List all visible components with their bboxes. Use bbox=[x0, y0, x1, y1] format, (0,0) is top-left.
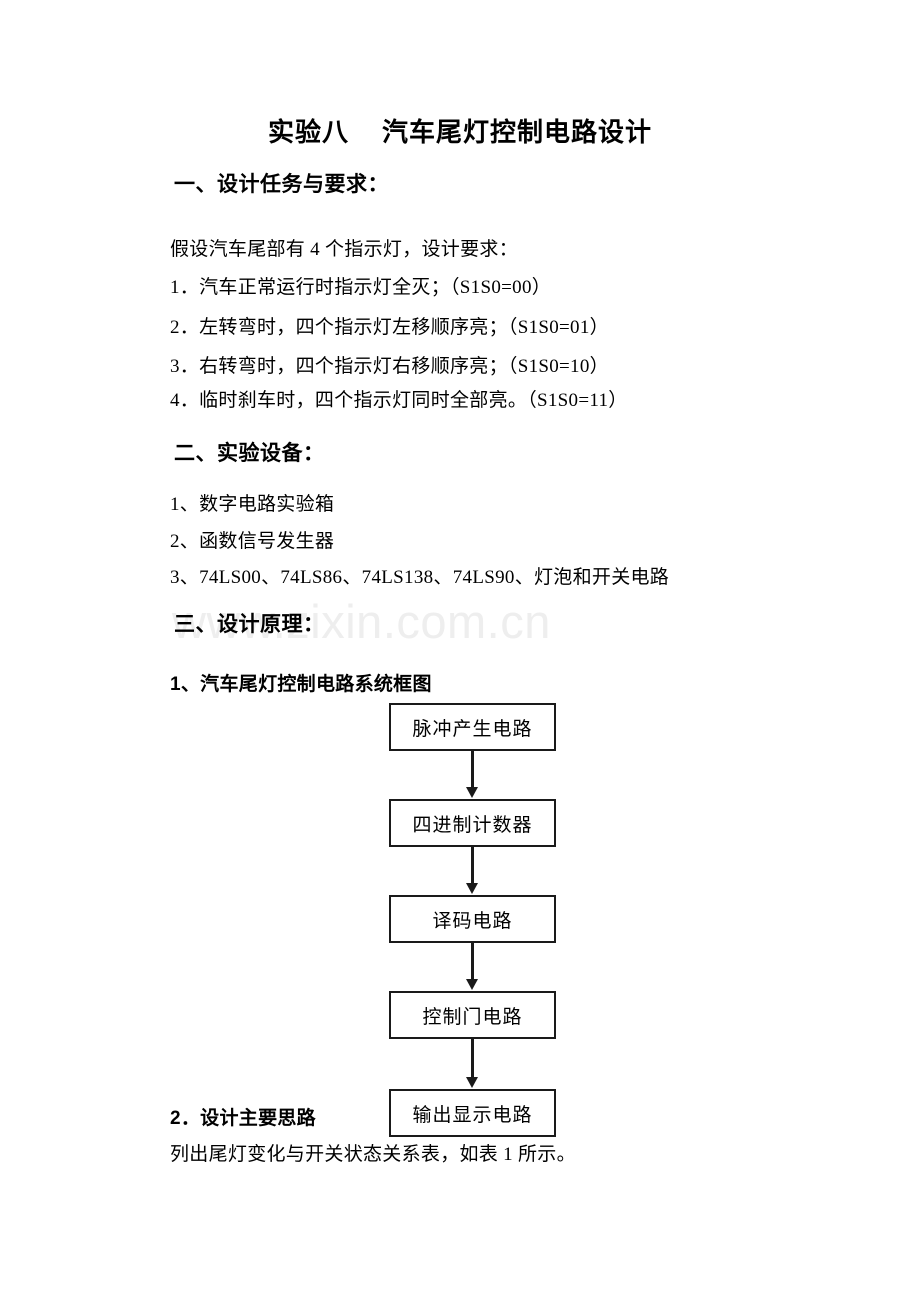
section-heading-two: 二、实验设备： bbox=[174, 442, 325, 465]
equipment-item-3: 3、74LS00、74LS86、74LS138、74LS90、灯泡和开关电路 bbox=[170, 567, 670, 588]
section-heading-three: 三、设计原理： bbox=[174, 613, 325, 636]
equipment-item-1: 1、数字电路实验箱 bbox=[170, 494, 335, 515]
page-title: 实验八 汽车尾灯控制电路设计 bbox=[268, 117, 652, 147]
flow-box-quaternary-counter: 四进制计数器 bbox=[389, 799, 556, 847]
equipment-item-2: 2、函数信号发生器 bbox=[170, 531, 335, 552]
requirement-item-1: 1．汽车正常运行时指示灯全灭；（S1S0=00） bbox=[170, 277, 552, 298]
requirement-item-4: 4．临时刹车时，四个指示灯同时全部亮。（S1S0=11） bbox=[170, 390, 628, 411]
flow-box-decoder: 译码电路 bbox=[389, 895, 556, 943]
requirement-item-2: 2．左转弯时，四个指示灯左移顺序亮；（S1S0=01） bbox=[170, 317, 609, 338]
flow-arrow-1 bbox=[466, 751, 479, 798]
flow-arrow-2 bbox=[466, 847, 479, 894]
design-approach-line: 列出尾灯变化与开关状态关系表，如表 1 所示。 bbox=[170, 1144, 576, 1165]
flow-arrow-3 bbox=[466, 943, 479, 990]
flow-arrow-4 bbox=[466, 1039, 479, 1088]
subsection-heading-design-approach: 2．设计主要思路 bbox=[170, 1108, 316, 1129]
section-one-intro: 假设汽车尾部有 4 个指示灯，设计要求： bbox=[170, 239, 519, 260]
requirement-item-3: 3．右转弯时，四个指示灯右移顺序亮；（S1S0=10） bbox=[170, 356, 609, 377]
section-heading-one: 一、设计任务与要求： bbox=[174, 173, 389, 196]
flow-box-pulse-generator: 脉冲产生电路 bbox=[389, 703, 556, 751]
subsection-heading-block-diagram: 1、汽车尾灯控制电路系统框图 bbox=[170, 674, 432, 695]
flow-box-control-gate: 控制门电路 bbox=[389, 991, 556, 1039]
flow-box-output-display: 输出显示电路 bbox=[389, 1089, 556, 1137]
